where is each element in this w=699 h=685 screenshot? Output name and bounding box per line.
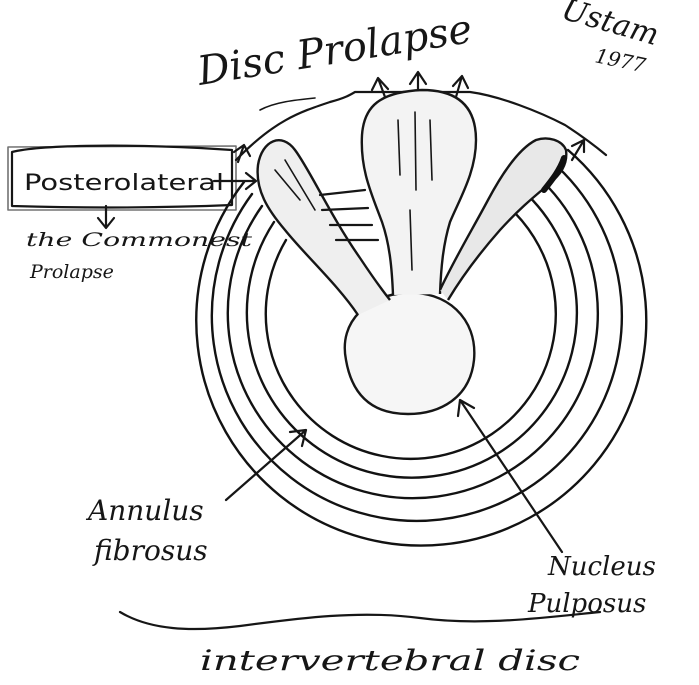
diagram-title: Disc Prolapse — [193, 6, 475, 95]
commonest-label-line2: Prolapse — [29, 261, 114, 283]
annulus-pointer — [226, 430, 306, 500]
posterolateral-label: Posterolateral — [24, 171, 224, 196]
commonest-label-line1: the Commonest — [26, 229, 253, 251]
annulus-label-line1: Annulus — [85, 494, 204, 527]
annulus-label-line2: fibrosus — [92, 534, 208, 567]
nucleus-label-line1: Nucleus — [547, 552, 656, 582]
outer-boundary-top-left — [260, 98, 315, 110]
bottom-label: intervertebral disc — [200, 644, 580, 677]
nucleus-label-line2: Pulposus — [527, 589, 646, 619]
